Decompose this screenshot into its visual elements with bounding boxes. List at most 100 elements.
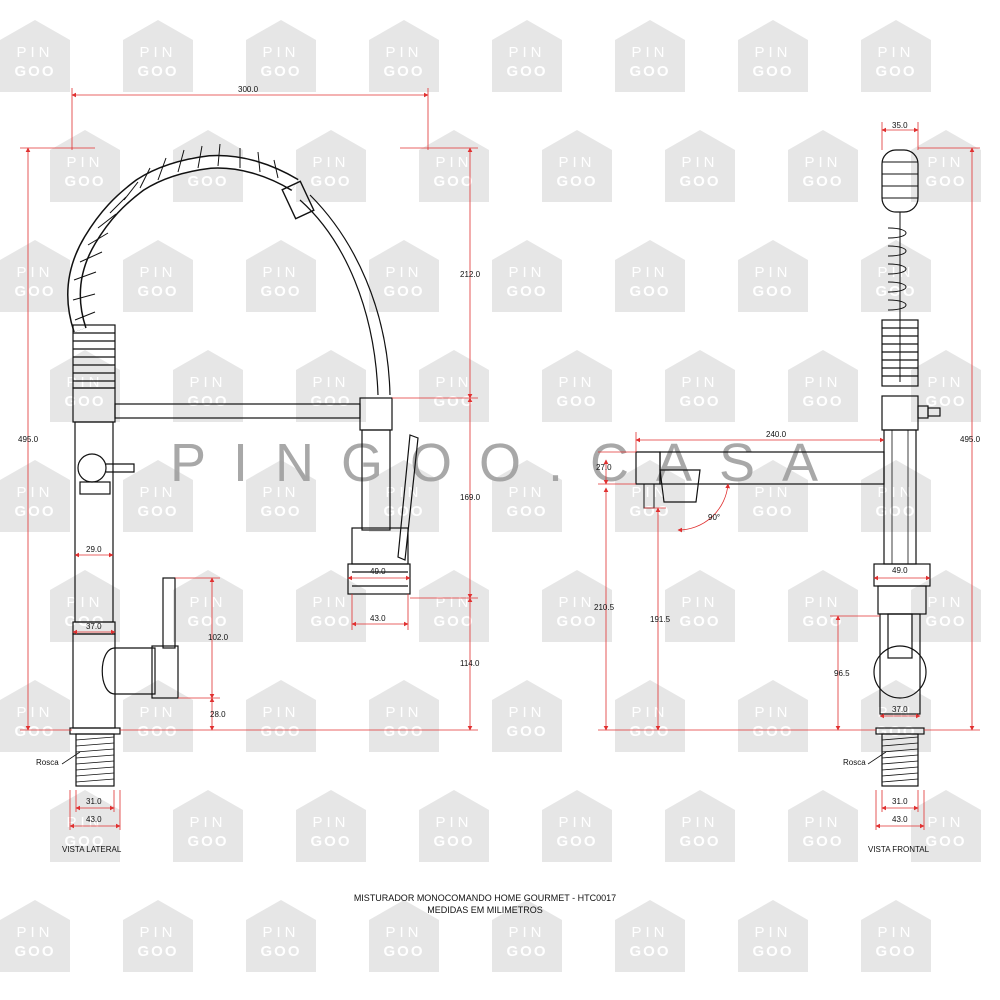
watermark-tile-line2: GOO — [506, 723, 548, 740]
watermark-tile-line1: PIN — [927, 374, 965, 391]
watermark-tile-line2: GOO — [433, 173, 475, 190]
watermark-tile-line1: PIN — [877, 484, 915, 501]
dim-left-total-height: 495.0 — [18, 435, 39, 444]
watermark-banner: PINGOO.CASA — [170, 433, 846, 493]
watermark-tile-line1: PIN — [385, 704, 423, 721]
dim-front-handle-height: 96.5 — [834, 669, 850, 678]
watermark-tile-line1: PIN — [877, 44, 915, 61]
watermark-tile-line2: GOO — [310, 393, 352, 410]
watermark-tile-line2: GOO — [925, 833, 967, 850]
corrugated-sleeve — [72, 324, 116, 389]
dim-front-spray-width: 49.0 — [892, 566, 908, 575]
watermark-tile: PIN GOO — [296, 130, 366, 202]
watermark-tile-line2: GOO — [14, 723, 56, 740]
watermark-tile-line1: PIN — [508, 44, 546, 61]
watermark-tile-line1: PIN — [877, 924, 915, 941]
watermark-tile-line1: PIN — [508, 264, 546, 281]
watermark-tile-line2: GOO — [679, 393, 721, 410]
dim-spout-height: 169.0 — [460, 493, 481, 502]
watermark-tile-line1: PIN — [435, 374, 473, 391]
dim-base-width-right: 43.0 — [892, 815, 908, 824]
watermark-tile-line2: GOO — [556, 833, 598, 850]
dim-reach-height: 210.5 — [594, 603, 615, 612]
watermark-tile-line1: PIN — [262, 44, 300, 61]
dim-handle-offset: 28.0 — [210, 710, 226, 719]
front-view-dimension-labels: 35.0 495.0 240.0 27.0 210.5 191.5 96.5 4… — [594, 121, 981, 824]
watermark-tile-line1: PIN — [681, 154, 719, 171]
dim-handle-height: 102.0 — [208, 633, 229, 642]
watermark-tile-line2: GOO — [875, 503, 917, 520]
thread-label-left: Rosca — [36, 758, 59, 767]
dim-right-total-height: 495.0 — [960, 435, 981, 444]
watermark-tile-line1: PIN — [681, 374, 719, 391]
watermark-tile-line1: PIN — [139, 924, 177, 941]
watermark-tile-line1: PIN — [754, 924, 792, 941]
watermark-tile-line1: PIN — [681, 814, 719, 831]
dim-spray-head-width: 43.0 — [370, 614, 386, 623]
watermark-tile-line2: GOO — [752, 63, 794, 80]
watermark-tile-line2: GOO — [506, 503, 548, 520]
watermark-tile-line1: PIN — [262, 264, 300, 281]
watermark-tile-line1: PIN — [16, 44, 54, 61]
dim-nozzle-height: 27.0 — [596, 463, 612, 472]
watermark-tile-line1: PIN — [312, 374, 350, 391]
watermark-tile-line2: GOO — [752, 943, 794, 960]
side-view-dimension-labels: 300.0 495.0 212.0 169.0 114.0 102.0 28.0… — [18, 85, 481, 824]
watermark-tile-line1: PIN — [385, 44, 423, 61]
watermark-tile-line2: GOO — [383, 63, 425, 80]
watermark-tile-line1: PIN — [435, 154, 473, 171]
watermark-tile-line1: PIN — [804, 594, 842, 611]
watermark-tile-line1: PIN — [631, 44, 669, 61]
side-view-dimensions — [20, 88, 478, 830]
watermark-tile-line1: PIN — [804, 374, 842, 391]
watermark-tile-line1: PIN — [927, 154, 965, 171]
watermark-tile-line1: PIN — [558, 154, 596, 171]
watermark-tile-line1: PIN — [312, 154, 350, 171]
watermark-tile-line2: GOO — [506, 943, 548, 960]
watermark-tile-line2: GOO — [433, 833, 475, 850]
watermark-tile-line2: GOO — [64, 393, 106, 410]
watermark-tile-line2: GOO — [383, 943, 425, 960]
watermark-tile-line2: GOO — [679, 173, 721, 190]
dim-body-width: 29.0 — [86, 545, 102, 554]
watermark-tile-line2: GOO — [137, 503, 179, 520]
dim-spring-height: 212.0 — [460, 270, 481, 279]
watermark-tile-line2: GOO — [310, 173, 352, 190]
watermark-tile-line2: GOO — [64, 173, 106, 190]
watermark-tile-line2: GOO — [14, 283, 56, 300]
dim-arm-length: 240.0 — [766, 430, 787, 439]
watermark-tile-line2: GOO — [137, 943, 179, 960]
watermark-tile: PIN GOO — [788, 570, 858, 642]
watermark-tile-line2: GOO — [433, 393, 475, 410]
watermark-tile: PIN GOO — [665, 350, 735, 422]
watermark-tile: PIN GOO — [369, 20, 439, 92]
side-view — [67, 143, 419, 787]
watermark-tile-line1: PIN — [262, 924, 300, 941]
front-view — [635, 149, 941, 787]
watermark-tile-line2: GOO — [310, 833, 352, 850]
watermark-tile-line2: GOO — [925, 613, 967, 630]
watermark-tile-line2: GOO — [802, 613, 844, 630]
thread-label-right: Rosca — [843, 758, 866, 767]
watermark-tile-line2: GOO — [506, 63, 548, 80]
